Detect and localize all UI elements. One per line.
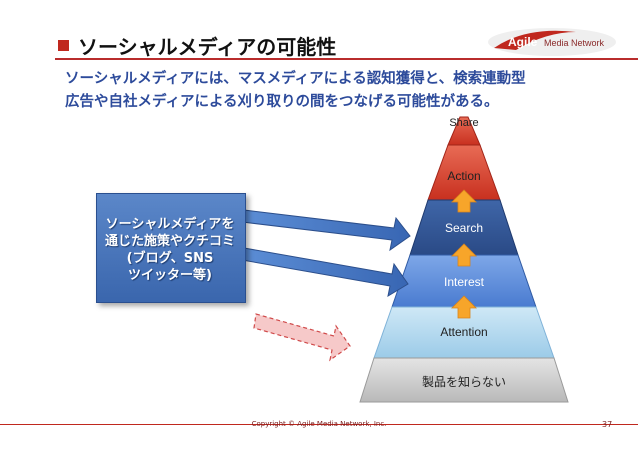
arrow-to-interest-icon (241, 247, 409, 298)
box-line-3: (ブログ、SNS (126, 251, 214, 266)
subtitle-line-1: ソーシャルメディアには、マスメディアによる認知獲得と、検索連動型 (65, 71, 526, 87)
up-arrow-icon (451, 189, 477, 213)
social-media-box (96, 193, 246, 303)
subtitle-line-2: 広告や自社メディアによる刈り取りの間をつなげる可能性がある。 (65, 94, 499, 110)
social-media-box-text: ソーシャルメディアを 通じた施策やクチコミ (ブログ、SNS ツイッター等) (96, 216, 244, 284)
up-arrow-icon (451, 295, 477, 319)
up-arrow-icon (451, 243, 477, 267)
label-action: Action (447, 169, 480, 183)
pyramid-layer-unaware (359, 357, 569, 403)
box-line-4: ツイッター等) (128, 268, 212, 283)
footer-rule (0, 424, 638, 425)
dashed-arrow-icon (253, 313, 351, 362)
title-rule (55, 58, 638, 60)
label-interest: Interest (444, 275, 485, 289)
label-unaware: 製品を知らない (422, 375, 506, 389)
agile-media-network-logo: Agile Media Network (488, 28, 616, 56)
arrow-to-search-icon (241, 209, 411, 252)
label-search: Search (445, 221, 483, 235)
label-share: Share (449, 117, 478, 129)
copyright: Copyright © Agile Media Network, Inc. (251, 420, 387, 428)
box-line-1: ソーシャルメディアを (105, 217, 235, 232)
title-marker (58, 40, 69, 51)
page-number: 37 (602, 420, 613, 429)
subtitle: ソーシャルメディアには、マスメディアによる認知獲得と、検索連動型 広告や自社メデ… (65, 68, 526, 114)
label-attention: Attention (440, 325, 487, 339)
slide-title: ソーシャルメディアの可能性 (78, 35, 337, 59)
logo-brand: Agile (508, 35, 538, 49)
box-line-2: 通じた施策やクチコミ (104, 234, 235, 249)
logo-name: Media Network (544, 38, 605, 48)
